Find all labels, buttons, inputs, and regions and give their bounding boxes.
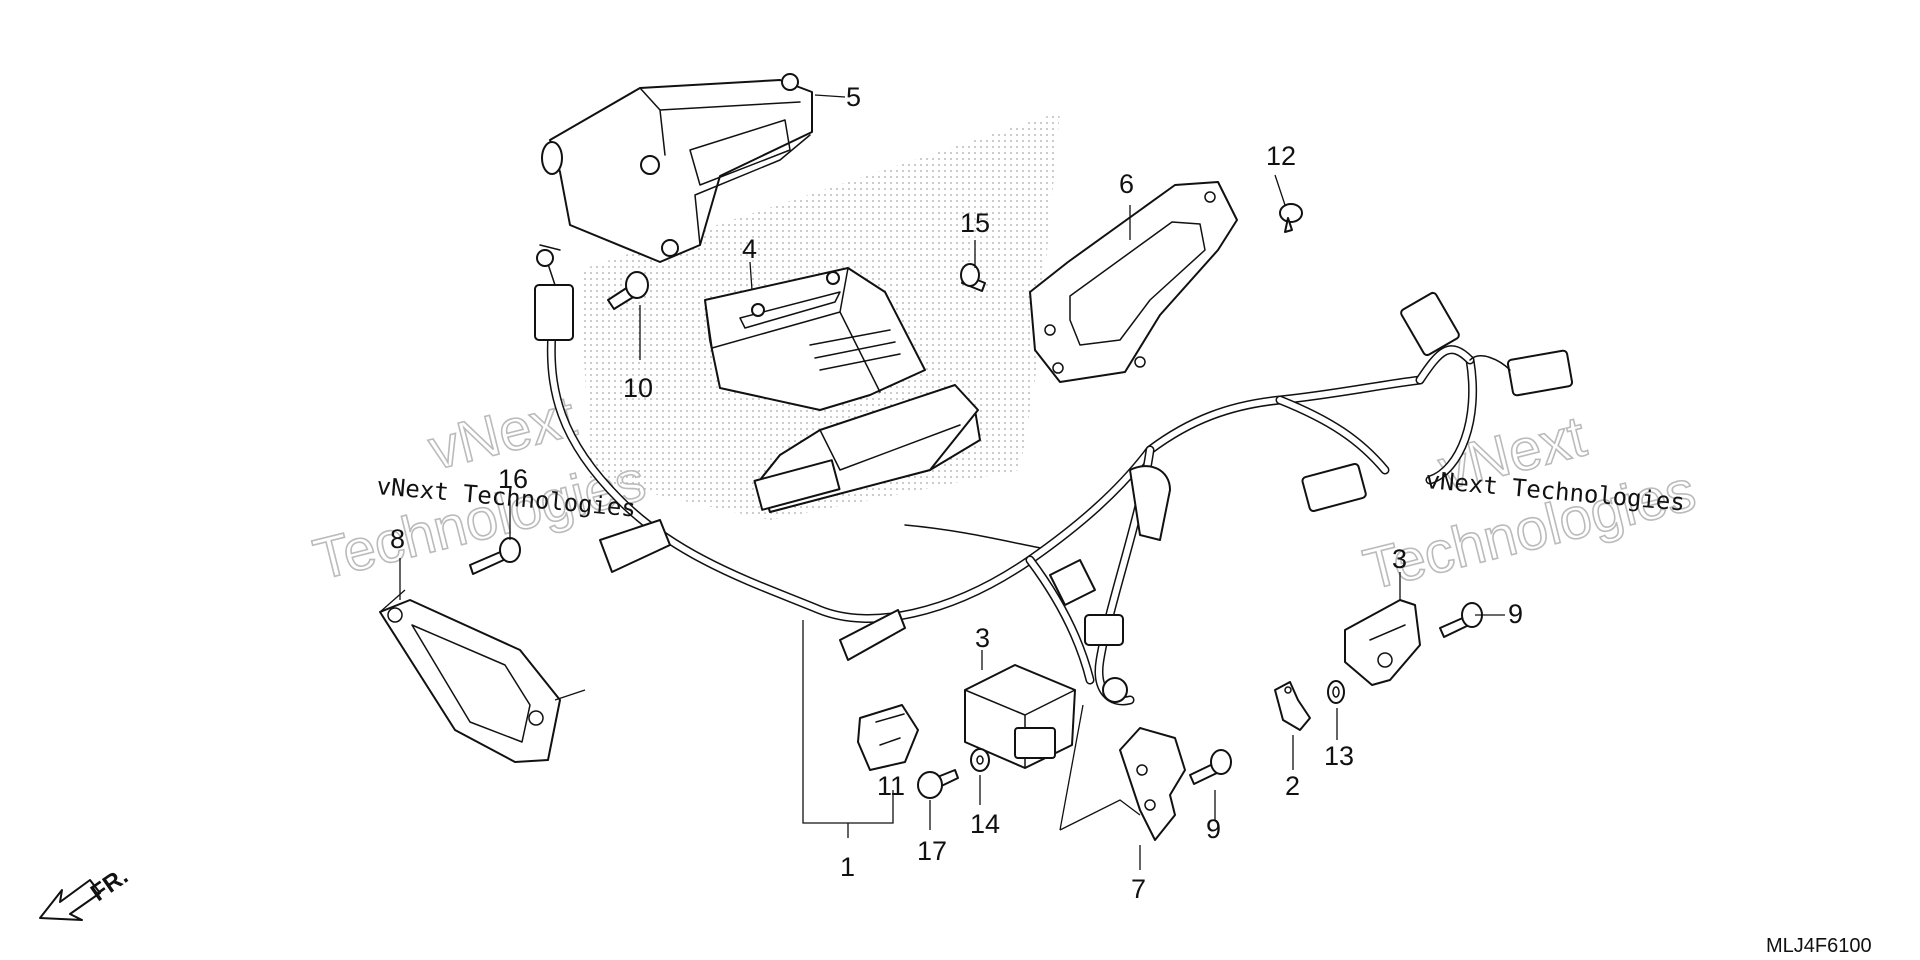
part-4-control-unit	[704, 267, 926, 411]
bolt-17	[917, 769, 959, 799]
callout-3-right: 3	[1392, 544, 1407, 574]
connector-upper-left	[534, 284, 574, 341]
front-direction-arrow: FR.	[39, 863, 133, 921]
bolt-10	[607, 271, 649, 310]
leader-lines	[379, 94, 1505, 870]
callout-4: 4	[742, 234, 757, 264]
part-7-bracket	[1119, 727, 1186, 841]
bolt-15	[960, 263, 986, 292]
part-1-wire-harness	[534, 244, 1574, 706]
callout-11: 11	[877, 771, 905, 801]
part-13-washer	[1327, 680, 1345, 704]
callout-9-lower: 9	[1206, 814, 1221, 844]
part-3-sensor-right	[1344, 599, 1421, 686]
callout-2: 2	[1285, 771, 1300, 801]
callout-1: 1	[840, 852, 855, 882]
connector-far-right	[1506, 349, 1574, 397]
callout-9-right: 9	[1508, 599, 1523, 629]
callout-12: 12	[1266, 141, 1296, 171]
callout-14: 14	[970, 809, 1000, 839]
part-11-connector	[857, 704, 919, 771]
connector-right	[1301, 462, 1367, 512]
callout-8: 8	[390, 524, 405, 554]
part-2-bracket	[1274, 681, 1311, 731]
bolt-12	[1279, 203, 1303, 233]
bolt-9-right	[1439, 602, 1483, 638]
callout-6: 6	[1119, 169, 1134, 199]
bolts	[469, 203, 1483, 799]
part-6-plate	[1029, 181, 1238, 383]
callout-17: 17	[917, 836, 947, 866]
callout-3-left: 3	[975, 623, 990, 653]
callouts: 5 4 6 12 15 10 16 8 3 3 9 9 11 14 17 1 7…	[390, 82, 1523, 904]
callout-15: 15	[960, 208, 990, 238]
part-14-washer	[970, 748, 990, 772]
bolt-16	[469, 537, 521, 575]
fr-arrow-icon	[39, 879, 101, 921]
part-3-relay-left	[964, 664, 1076, 769]
central-module	[753, 384, 1051, 551]
callout-10: 10	[623, 373, 653, 403]
callout-7: 7	[1131, 874, 1146, 904]
diagram-code: MLJ4F6100	[1766, 935, 1872, 957]
direction-label: FR.	[86, 863, 133, 907]
callout-5: 5	[846, 82, 861, 112]
callout-13: 13	[1324, 741, 1354, 771]
part-8-bracket	[379, 599, 561, 763]
bolt-9-lower	[1189, 749, 1232, 785]
callout-16: 16	[498, 464, 528, 494]
connector-lower-mid	[1084, 614, 1124, 646]
part-5-case	[541, 73, 813, 263]
connector-upper-right	[1400, 291, 1460, 357]
